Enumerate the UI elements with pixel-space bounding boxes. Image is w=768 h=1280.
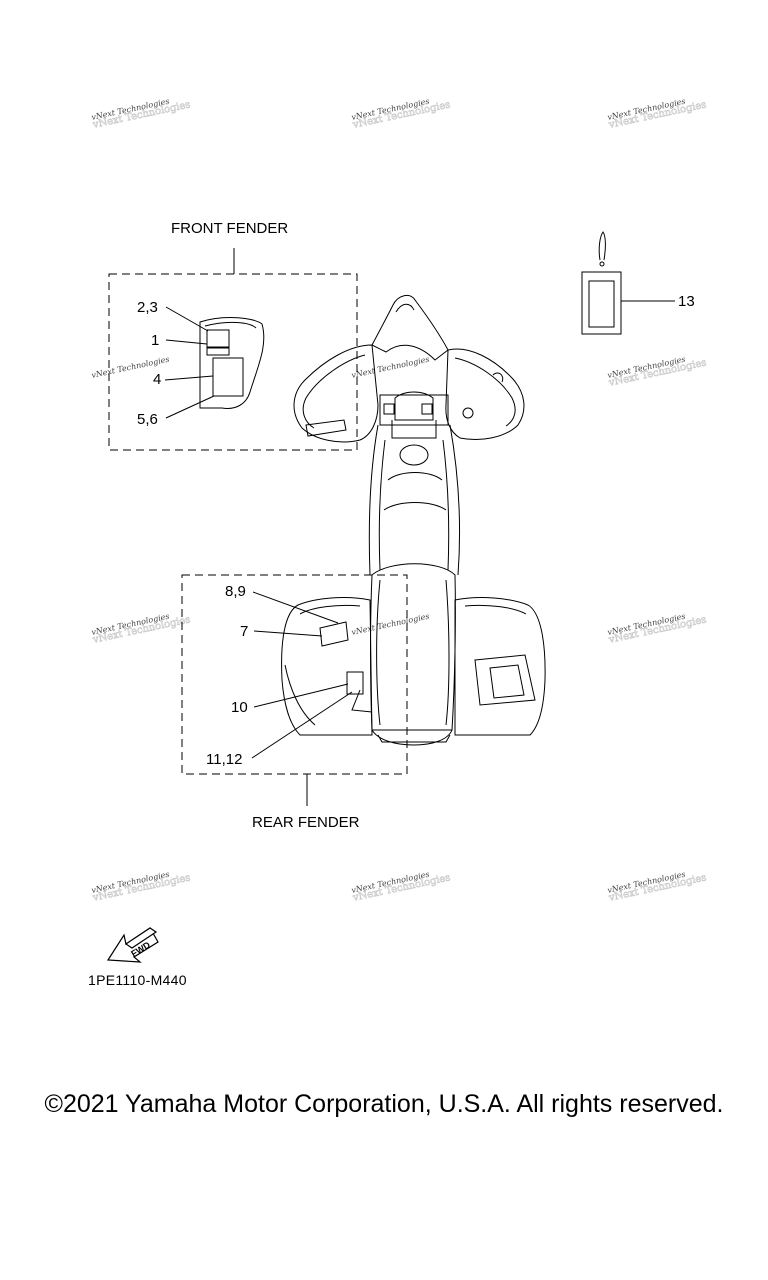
front-fender-label: FRONT FENDER [171,220,288,237]
copyright-notice: ©2021 Yamaha Motor Corporation, U.S.A. A… [44,1090,724,1118]
watermark: vNext Technologies vNext Technologies [91,870,192,905]
watermark: vNext Technologies vNext Technologies [351,870,452,905]
rear-fender-label: REAR FENDER [252,814,360,831]
rear-decal-7 [319,621,349,647]
front-decal-4 [212,357,244,397]
front-decal-1 [206,346,230,356]
watermark: vNext Technologies [351,355,431,380]
watermark: vNext Technologies vNext Technologies [607,612,708,647]
atv-body [281,294,546,746]
callout-5-6: 5,6 [137,411,158,428]
leader-10 [253,683,349,708]
leader-7 [253,630,323,637]
leader-11-12 [251,691,353,759]
leader-4 [164,375,214,381]
svg-text:vNext Technologies: vNext Technologies [351,612,431,637]
watermark: vNext Technologies vNext Technologies [607,870,708,905]
callout-8-9: 8,9 [225,583,246,600]
watermark: vNext Technologies [351,612,431,637]
callout-4: 4 [153,371,161,388]
leader-2-3 [165,306,209,332]
callout-10: 10 [231,699,248,716]
front-fender-box [108,273,358,451]
front-fender-panel [199,317,265,409]
callout-11-12: 11,12 [206,751,242,768]
svg-text:vNext Technologies: vNext Technologies [351,355,431,380]
rear-decal-10 [346,671,364,695]
callout-2-3: 2,3 [137,299,158,316]
watermark: vNext Technologies vNext Technologies [91,97,192,132]
watermark: vNext Technologies vNext Technologies [607,355,708,390]
leader-5-6 [165,395,215,419]
front-decal-2-3 [206,329,230,349]
watermark: vNext Technologies vNext Technologies [351,97,452,132]
watermark: vNext Technologies vNext Technologies [91,612,192,647]
part-code: 1PE1110-M440 [88,972,187,988]
hang-tag [581,231,622,335]
callout-13: 13 [678,293,695,310]
callout-7: 7 [240,623,248,640]
leader-8-9 [252,591,339,624]
leader-1 [165,339,208,345]
watermark: vNext Technologies vNext Technologies [607,97,708,132]
rear-fender-box [181,574,408,775]
fwd-arrow-icon [106,927,159,963]
callout-1: 1 [151,332,159,349]
watermark-group: vNext Technologies vNext Technologies vN… [91,97,708,905]
